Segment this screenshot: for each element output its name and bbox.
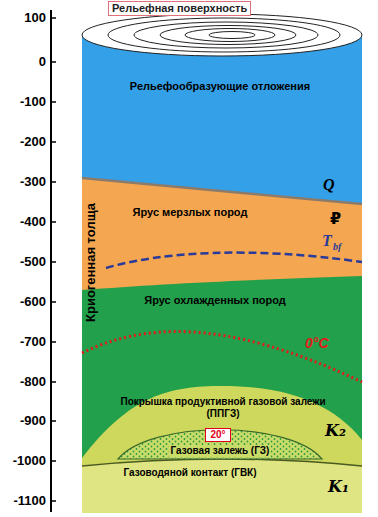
depth-tick-label: -700 [20, 335, 46, 350]
gas-water-contact: Газоводяной контакт (ГВК) [100, 465, 280, 482]
axis-ticks [51, 18, 56, 501]
relief-surface [82, 14, 362, 56]
depth-tick-label: -500 [20, 255, 46, 270]
stratigraphic-index: ₽ [330, 210, 341, 228]
layer-label: 20° [210, 429, 225, 441]
stratigraphic-index: K₂ [325, 422, 346, 440]
k1-layer [82, 459, 362, 513]
zero-isotherm [82, 332, 362, 382]
layer-label: Рельефообразующие отложения [130, 80, 310, 93]
quaternary-boundary [82, 178, 362, 204]
depth-tick-label: 0 [39, 55, 46, 70]
depth-tick-label: -400 [20, 215, 46, 230]
depth-tick-label: -600 [20, 295, 46, 310]
depth-axis [50, 10, 52, 512]
cover-dome [82, 386, 362, 513]
vertical-label: Криогенная толща [85, 202, 100, 321]
gas-deposit: Газовая залежь (ГЗ) 20° [118, 426, 322, 469]
depth-tick-label: -800 [20, 375, 46, 390]
layer-label: Газоводяной контакт (ГВК) [123, 467, 256, 479]
depth-tick-label: -100 [20, 95, 46, 110]
relief-outline [82, 14, 362, 56]
depth-tick-label: -1100 [13, 494, 46, 509]
diagram-title: Рельефная поверхность [108, 1, 251, 16]
cap-rock-dome: Покрышка продуктивной газовой залежи (ПП… [90, 394, 356, 460]
isotherm-symbol: T [322, 232, 332, 250]
contour-line [185, 29, 275, 42]
stratigraphic-index: K₁ [328, 478, 349, 496]
contour-line [160, 26, 296, 45]
relief-deposits-fill [82, 35, 362, 204]
depth-tick-label: -200 [20, 135, 46, 150]
layer-label: Ярус охлажденных пород [144, 294, 286, 307]
depth-tick-label: -900 [20, 414, 46, 429]
stratigraphic-index: Q [323, 176, 335, 194]
depth-tick-label: -300 [20, 175, 46, 190]
tbf-isotherm [106, 253, 362, 268]
layer-band: Ярус охлажденных пород [105, 291, 325, 311]
contact-line [82, 459, 362, 466]
frozen-rock-fill [82, 35, 362, 290]
contour-line [134, 22, 318, 48]
layer-label: Покрышка продуктивной газовой залежи (ПП… [103, 396, 343, 419]
depth-tick-label: -1000 [13, 454, 46, 469]
gas-lens [118, 430, 322, 459]
contour-line [108, 18, 340, 52]
layer-band: Ярус мерзлых пород [100, 204, 280, 224]
layer-band: Рельефообразующие отложения [95, 78, 345, 98]
layer-label: Ярус мерзлых пород [133, 206, 248, 219]
depth-tick-label: 100 [24, 11, 46, 26]
isotherm-label: 0°C [305, 335, 329, 351]
layer-label: Газовая залежь (ГЗ) [169, 445, 272, 457]
cooled-rock-fill [82, 35, 362, 513]
contour-line [209, 32, 255, 39]
isotherm-subscript: bf [333, 241, 341, 253]
temperature-box: 20° [205, 428, 231, 442]
